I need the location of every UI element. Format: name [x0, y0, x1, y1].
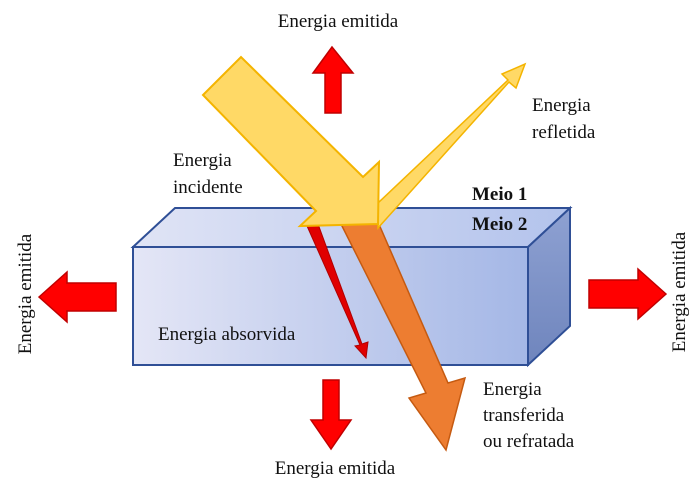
emitted-label-left: Energia emitida [15, 233, 36, 354]
medium2-label: Meio 2 [472, 214, 527, 235]
emitted-arrow-right [588, 267, 668, 321]
refracted-arrow [339, 221, 467, 452]
reflected-arrow [377, 62, 527, 230]
incident-arrow [201, 55, 381, 228]
emitted-arrow-top [311, 45, 355, 114]
transferred-label-line2: transferida [483, 405, 565, 426]
absorbed-arrow [306, 223, 369, 360]
absorbed-label: Energia absorvida [158, 324, 296, 345]
transferred-label-line3: ou refratada [483, 431, 575, 452]
medium1-label: Meio 1 [472, 184, 527, 205]
emitted-label-top: Energia emitida [278, 11, 399, 32]
incident-label-line2: incidente [173, 177, 243, 198]
incident-label-line1: Energia [173, 150, 232, 171]
transferred-label-line1: Energia [483, 379, 542, 400]
emitted-label-right: Energia emitida [669, 231, 690, 352]
reflected-label-line1: Energia [532, 95, 591, 116]
emitted-arrow-bottom [309, 379, 353, 451]
emitted-label-bottom: Energia emitida [275, 458, 396, 479]
emitted-arrow-left [37, 270, 117, 324]
reflected-label-line2: refletida [532, 122, 596, 143]
